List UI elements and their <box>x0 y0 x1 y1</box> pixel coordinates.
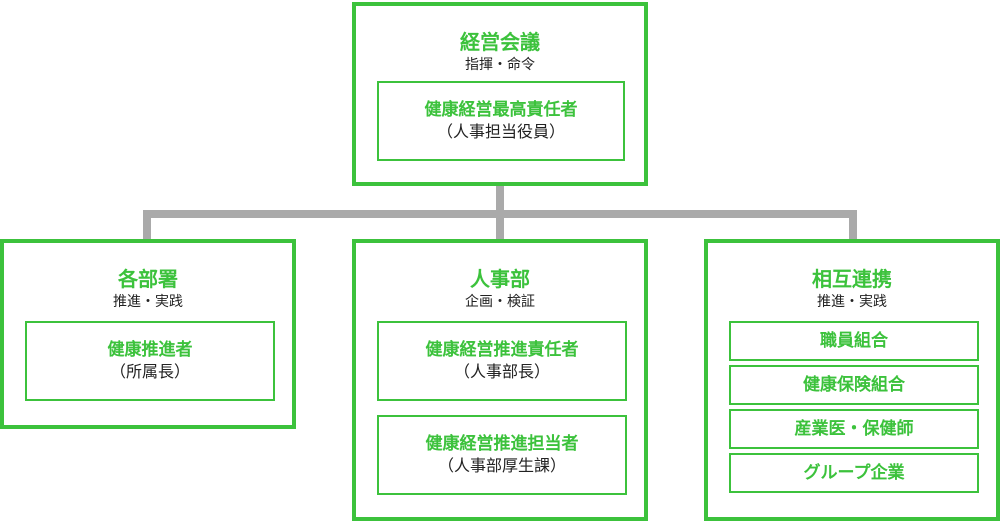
chief-health-officer-box: 健康経営最高責任者 （人事担当役員） <box>377 81 625 161</box>
health-promoter-box: 健康推進者 （所属長） <box>25 321 275 401</box>
management-meeting-title: 経営会議 <box>460 30 540 54</box>
hr-promotion-staff-label: 健康経営推進担当者 <box>425 434 579 454</box>
chief-health-officer-label: 健康経営最高責任者 <box>424 100 578 120</box>
partner-item: 健康保険組合 <box>729 365 979 405</box>
health-promoter-label: 健康推進者 <box>107 340 193 360</box>
partner-item: 産業医・保健師 <box>729 409 979 449</box>
mutual-cooperation-box: 相互連携 推進・実践 職員組合 健康保険組合 産業医・保健師 グループ企業 <box>704 239 1000 521</box>
partner-label: 産業医・保健師 <box>794 419 914 439</box>
departments-title: 各部署 <box>118 267 178 291</box>
hr-department-subtitle: 企画・検証 <box>465 294 535 310</box>
chief-health-officer-note: （人事担当役員） <box>436 122 565 141</box>
partner-item: 職員組合 <box>729 321 979 361</box>
hr-promotion-staff-note: （人事部厚生課） <box>437 456 566 475</box>
mutual-cooperation-title: 相互連携 <box>812 267 892 291</box>
management-meeting-subtitle: 指揮・命令 <box>465 57 535 73</box>
management-meeting-box: 経営会議 指揮・命令 健康経営最高責任者 （人事担当役員） <box>352 2 648 186</box>
health-promoter-note: （所属長） <box>109 362 190 381</box>
partner-label: 健康保険組合 <box>803 375 905 395</box>
departments-subtitle: 推進・実践 <box>113 294 183 310</box>
hr-promotion-staff-box: 健康経営推進担当者 （人事部厚生課） <box>377 415 627 495</box>
departments-box: 各部署 推進・実践 健康推進者 （所属長） <box>0 239 296 429</box>
mutual-cooperation-subtitle: 推進・実践 <box>817 294 887 310</box>
hr-promotion-manager-label: 健康経営推進責任者 <box>425 340 579 360</box>
hr-promotion-manager-note: （人事部長） <box>453 362 550 381</box>
partner-label: 職員組合 <box>820 331 888 351</box>
partner-label: グループ企業 <box>803 463 905 483</box>
hr-department-title: 人事部 <box>470 267 530 291</box>
hr-promotion-manager-box: 健康経営推進責任者 （人事部長） <box>377 321 627 401</box>
hr-department-box: 人事部 企画・検証 健康経営推進責任者 （人事部長） 健康経営推進担当者 （人事… <box>352 239 648 521</box>
partner-item: グループ企業 <box>729 453 979 493</box>
